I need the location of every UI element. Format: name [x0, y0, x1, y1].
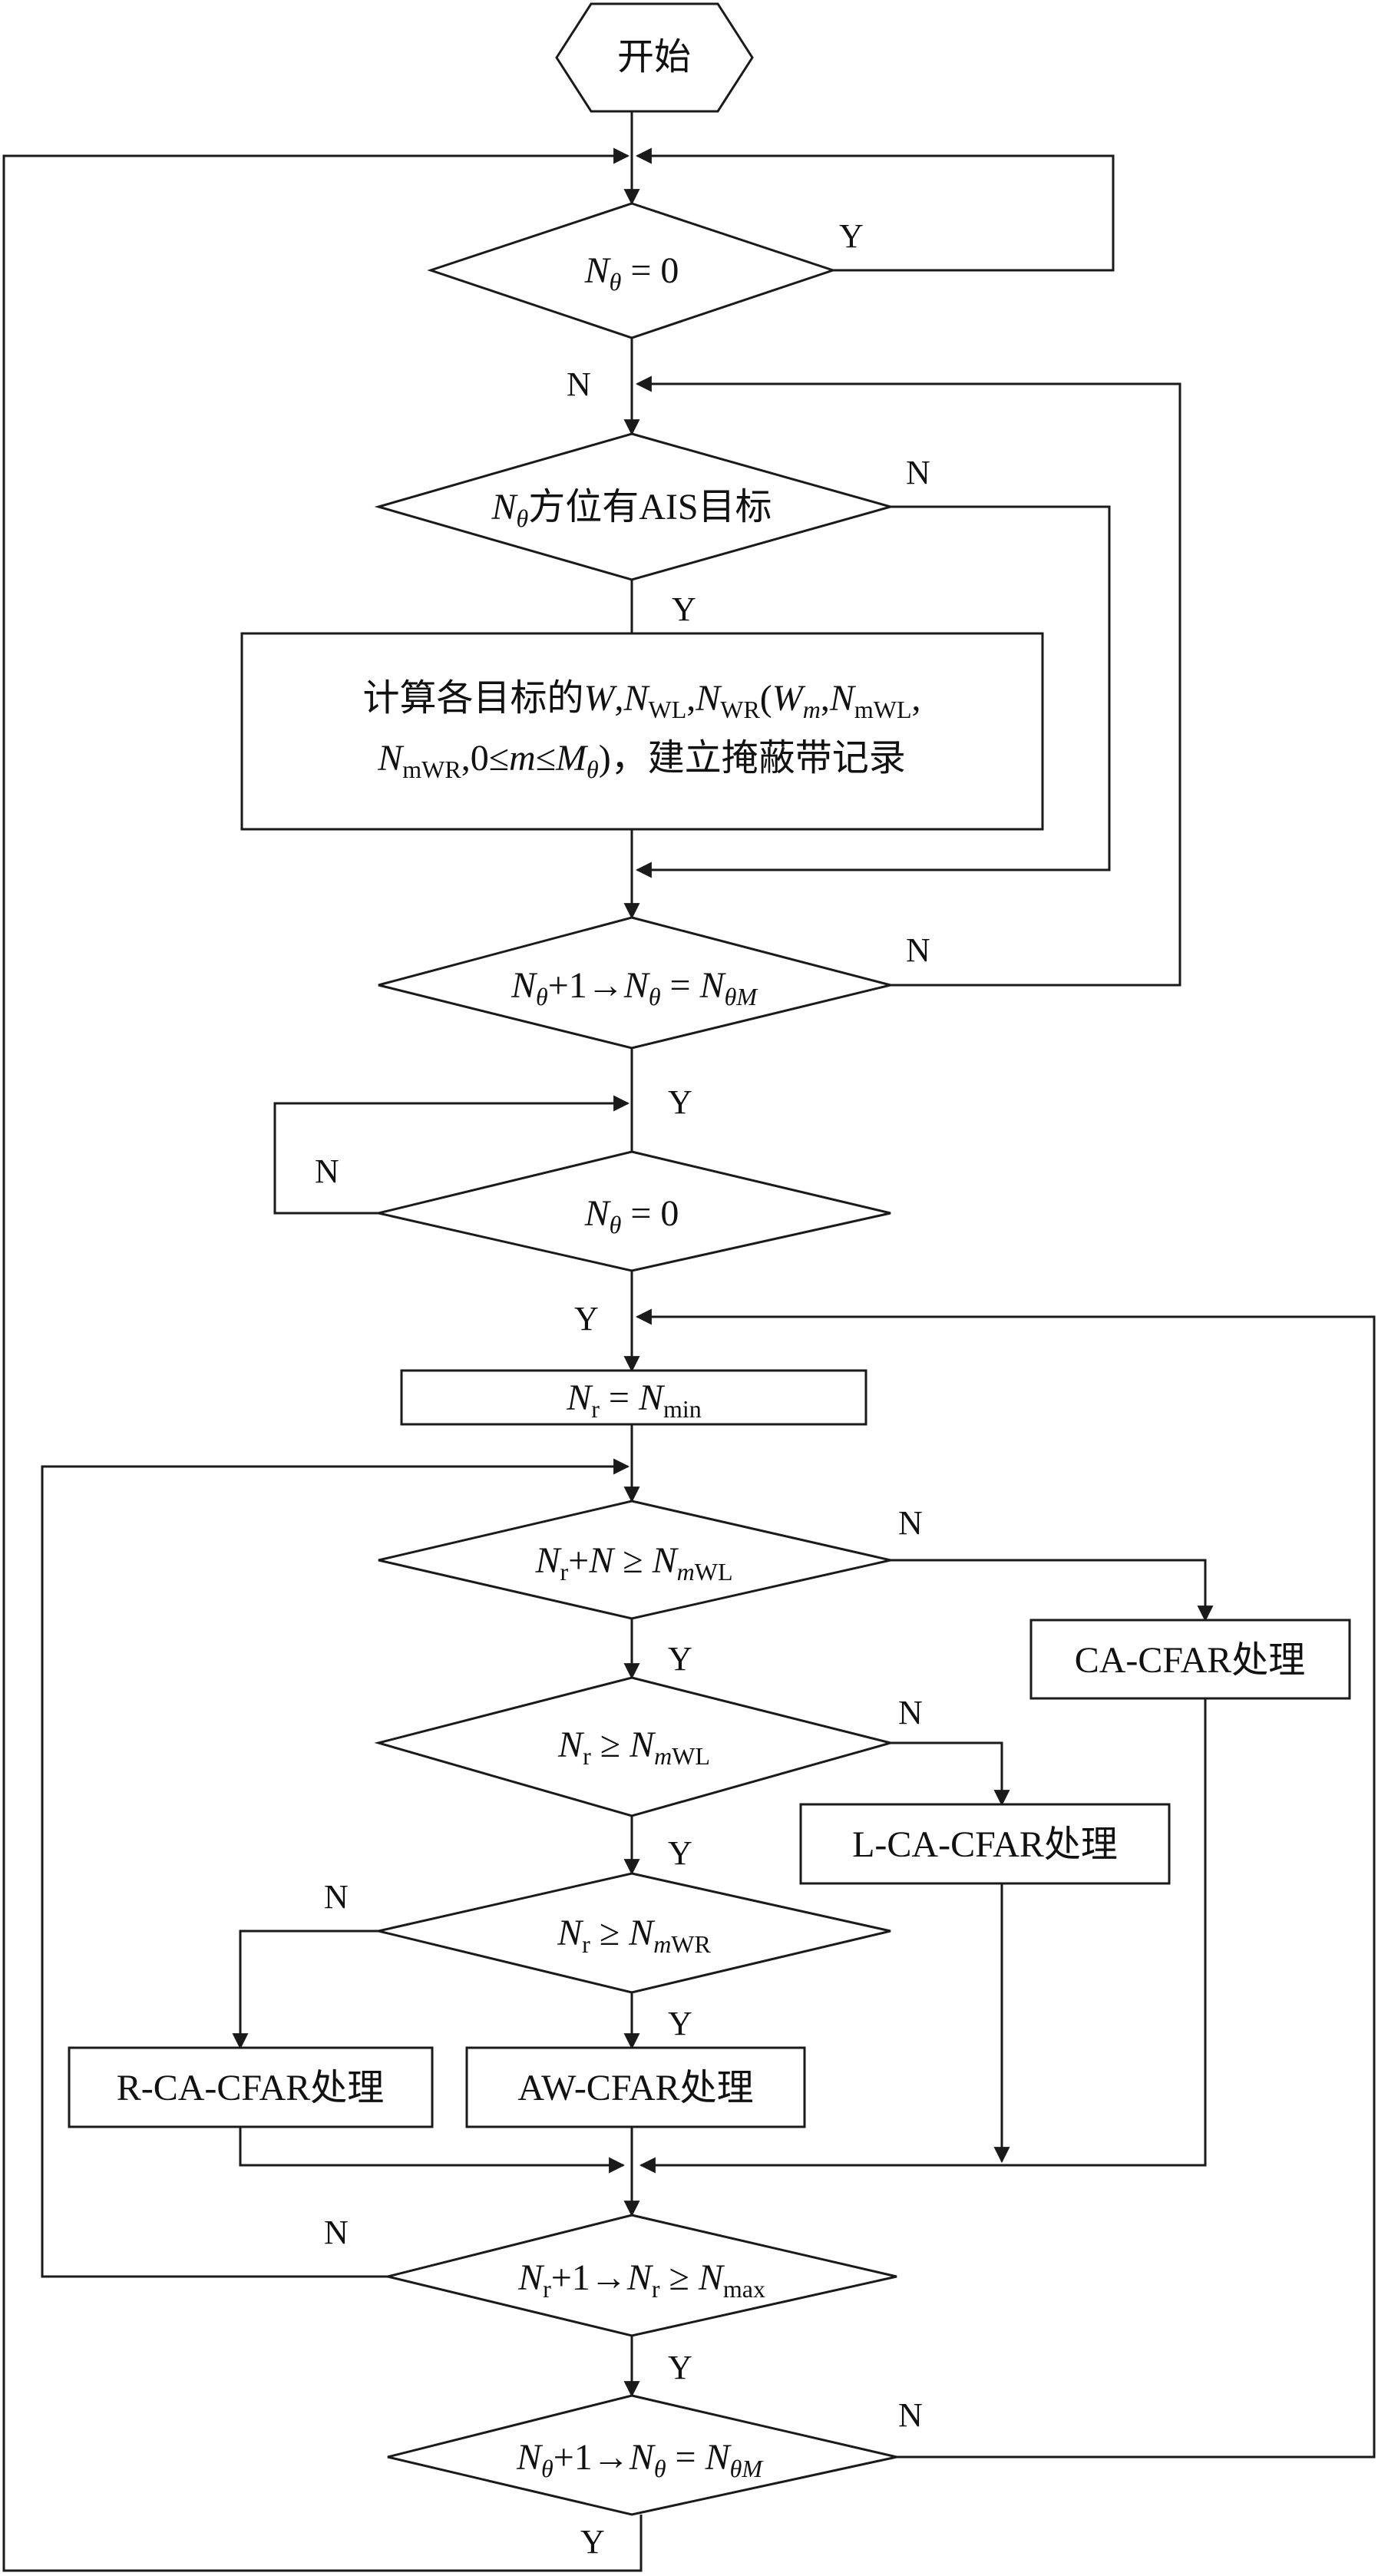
label-d5-yes: Y: [668, 1640, 692, 1678]
label-d2-yes: Y: [672, 590, 696, 628]
process-aw-cfar-label: AW-CFAR处理: [517, 2068, 753, 2108]
edge-d2-no: [635, 505, 1111, 878]
process-ca-cfar: [1029, 1619, 1351, 1700]
decision-n-theta-zero-2-label: Nθ = 0: [584, 1193, 679, 1238]
label-d7-no: N: [324, 1878, 349, 1916]
label-d5-no: N: [898, 1504, 923, 1542]
label-d7-yes: Y: [668, 2005, 692, 2042]
label-d4-no: N: [315, 1152, 339, 1190]
decision-nr-ge-wl: [374, 1676, 895, 1817]
process-compute-line2: NmWR,0≤m≤Mθ)，建立掩蔽带记录: [377, 738, 906, 783]
decision-azimuth-increment: [378, 916, 891, 1050]
decision-azimuth-increment-2-label: Nθ+1→Nθ = NθM: [516, 2437, 764, 2482]
label-d3-no: N: [906, 931, 930, 969]
decision-n-theta-zero-label: Nθ = 0: [584, 250, 679, 296]
process-nr-init-label: Nr = Nmin: [566, 1377, 702, 1423]
decision-n-theta-zero: [427, 202, 837, 339]
decision-nr-ge-wl-label: Nr ≥ NmWL: [557, 1724, 710, 1770]
edge-d4-no-loop: [273, 1095, 630, 1215]
label-d3-yes: Y: [668, 1083, 692, 1121]
label-d4-yes: Y: [574, 1300, 599, 1338]
start-node: [555, 2, 754, 113]
edge-d6-lca: [891, 1741, 1010, 1807]
edge-d5-ca: [891, 1559, 1214, 1622]
decision-nr-plus-n-label: Nr+N ≥ NmWL: [535, 1540, 733, 1586]
label-d9-no: N: [898, 2396, 923, 2434]
edge-d3-no: [635, 375, 1181, 987]
label-d8-yes: Y: [668, 2349, 692, 2386]
process-compute-mask: [240, 632, 1044, 831]
label-d1-yes: Y: [839, 217, 864, 255]
decision-nr-ge-wr-label: Nr ≥ NmWR: [557, 1913, 711, 1958]
start-label: 开始: [617, 37, 691, 78]
edge-d9-no: [635, 1308, 1376, 2459]
label-d1-no: N: [567, 365, 591, 403]
decision-range-increment: [387, 2214, 897, 2337]
edge-d8-no: [41, 1458, 630, 2278]
decision-n-theta-zero-2: [378, 1150, 891, 1272]
label-d9-yes: Y: [580, 2523, 605, 2561]
edge-ca-merge: [639, 1698, 1207, 2174]
process-aw-cfar: [465, 2046, 806, 2128]
process-compute-line1: 计算各目标的W,NWL,NWR(Wm,NmWL,: [362, 678, 920, 723]
label-d6-yes: Y: [668, 1834, 692, 1872]
label-d6-no: N: [898, 1694, 923, 1731]
label-d2-no: N: [906, 454, 930, 491]
process-l-ca-cfar-label: L-CA-CFAR处理: [852, 1824, 1118, 1865]
process-r-ca-cfar-label: R-CA-CFAR处理: [117, 2068, 385, 2108]
decision-range-increment-label: Nr+1→Nr ≥ Nmax: [517, 2257, 765, 2303]
edge-rca-merge: [239, 2127, 626, 2174]
decision-ais-target-label: Nθ方位有AIS目标: [491, 487, 772, 532]
decision-nr-plus-n: [378, 1500, 891, 1620]
edge-d1-yes-loop: [635, 147, 1115, 272]
decision-nr-ge-wr: [378, 1872, 891, 1994]
decision-ais-target: [374, 432, 895, 581]
process-nr-init: [400, 1369, 867, 1426]
process-l-ca-cfar: [799, 1803, 1171, 1885]
edge-d9-loop-top: [2, 147, 643, 2572]
edge-d7-rca: [232, 1930, 378, 2050]
decision-azimuth-increment-label: Nθ+1→Nθ = NθM: [511, 965, 758, 1010]
process-r-ca-cfar: [68, 2046, 434, 2128]
label-d8-no: N: [324, 2214, 349, 2251]
decision-azimuth-increment-2: [387, 2394, 897, 2516]
connectors: [2, 111, 1376, 2572]
process-ca-cfar-label: CA-CFAR处理: [1075, 1640, 1306, 1681]
